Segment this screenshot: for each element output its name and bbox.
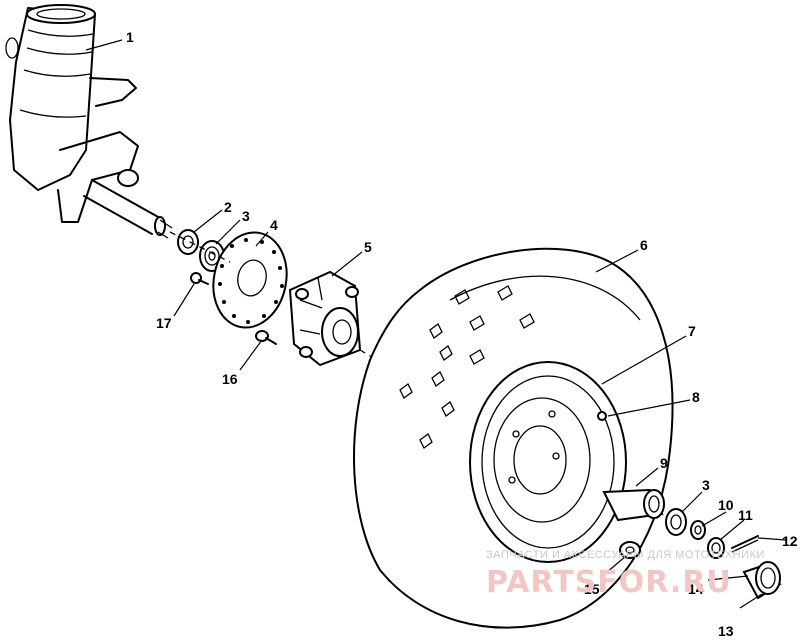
callout-9: 9 <box>660 455 668 471</box>
leader-lines <box>85 39 787 609</box>
callout-8: 8 <box>692 389 700 405</box>
callout-16: 16 <box>222 371 238 387</box>
part-17-bolt <box>190 272 209 285</box>
part-5-wheel-hub <box>288 270 362 367</box>
part-7-wheel-rim <box>469 361 627 563</box>
callout-2: 2 <box>224 199 232 215</box>
callout-12: 12 <box>782 533 798 549</box>
callout-labels: 1 2 3 4 5 6 7 8 9 3 10 11 12 13 14 15 16… <box>126 29 798 639</box>
callout-4: 4 <box>270 217 278 233</box>
part-12-cotter-pin <box>731 535 759 553</box>
callout-15: 15 <box>584 581 600 597</box>
watermark: ЗАПЧАСТИ И АКСЕССУАРЫ ДЛЯ МОТОТЕХНИКИ PA… <box>486 549 765 600</box>
callout-17: 17 <box>156 315 172 331</box>
part-13-14-dust-cap <box>742 561 782 600</box>
part-3-bearing-outer <box>665 508 687 536</box>
part-8-valve <box>597 411 607 421</box>
callout-3: 3 <box>242 208 250 224</box>
callout-3-lower: 3 <box>702 477 710 493</box>
callout-1: 1 <box>126 29 134 45</box>
watermark-logo: PARTSFOR.RU <box>486 565 732 600</box>
callout-7: 7 <box>688 323 696 339</box>
callout-5: 5 <box>364 239 372 255</box>
callout-11: 11 <box>738 507 753 523</box>
callout-13: 13 <box>718 623 734 639</box>
callout-14: 14 <box>688 581 704 597</box>
part-15-lug-nut <box>619 541 641 559</box>
watermark-tagline: ЗАПЧАСТИ И АКСЕССУАРЫ ДЛЯ МОТОТЕХНИКИ <box>486 549 765 561</box>
part-16-bolt <box>255 330 277 345</box>
part-10-washer <box>690 520 706 540</box>
part-2-seal <box>177 229 199 255</box>
callout-10: 10 <box>718 497 734 513</box>
part-4-brake-disc <box>212 231 288 329</box>
part-1-steering-knuckle <box>5 4 173 239</box>
part-9-spacer <box>602 488 665 522</box>
part-11-castle-nut <box>707 537 725 559</box>
callout-6: 6 <box>640 237 648 253</box>
